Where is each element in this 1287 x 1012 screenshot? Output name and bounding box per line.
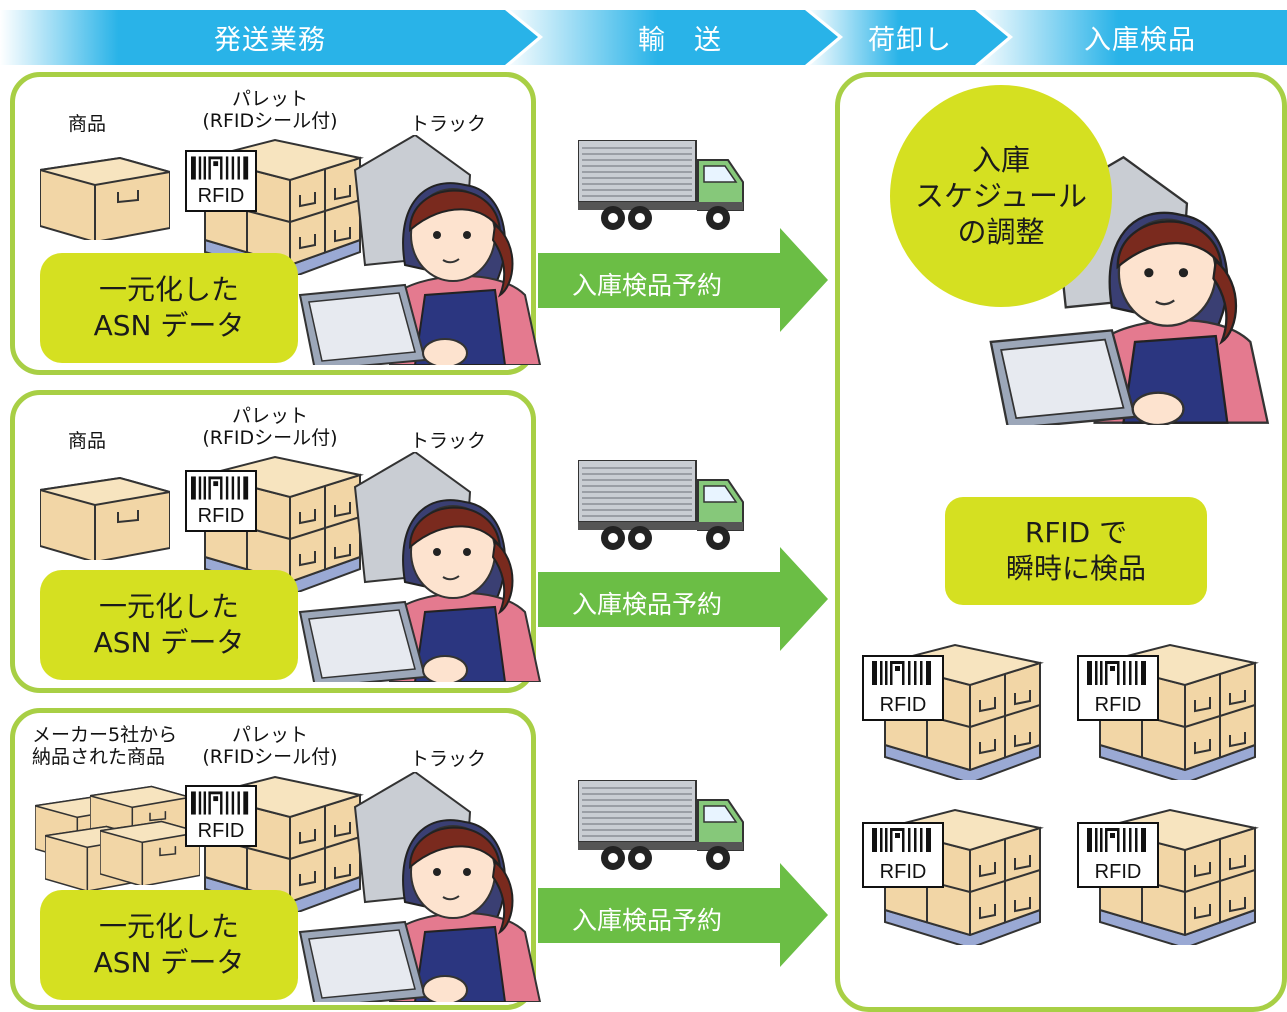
pallet-label-3: パレット(RFIDシール付)	[202, 724, 338, 768]
phase-inspection: 入庫検品	[1084, 25, 1196, 56]
reservation-arrow-2	[538, 547, 828, 651]
rfid-tag-icon: RFID	[185, 470, 257, 532]
rfid-tag-icon: RFID	[1077, 655, 1159, 721]
phase-shipping: 発送業務	[214, 25, 326, 56]
phase-transport: 輸 送	[638, 25, 722, 56]
worker-with-laptop-icon	[295, 772, 555, 1002]
truck-label-3: トラック	[410, 748, 487, 770]
instant-inspection-box: RFID で 瞬時に検品	[945, 497, 1207, 605]
product-label-2: 商品	[68, 430, 107, 452]
phase-arrow-unloading	[810, 10, 1008, 65]
rfid-tag-icon: RFID	[185, 150, 257, 212]
schedule-adjustment-circle: 入庫 スケジュール の調整	[890, 85, 1112, 307]
phase-arrow-inspection	[980, 10, 1287, 65]
rfid-tag-icon: RFID	[862, 822, 944, 888]
rfid-tag-icon: RFID	[1077, 822, 1159, 888]
product-label-1: 商品	[68, 113, 107, 135]
pallet-label-1: パレット(RFIDシール付)	[202, 88, 338, 132]
rfid-tag-icon: RFID	[185, 785, 257, 847]
reservation-arrow-3	[538, 863, 828, 967]
rfid-tag-icon: RFID	[862, 655, 944, 721]
product-box-icon	[40, 150, 170, 240]
reservation-arrow-1	[538, 228, 828, 332]
worker-with-laptop-icon	[295, 135, 555, 365]
arrow-label-3: 入庫検品予約	[572, 906, 723, 935]
phase-unloading: 荷卸し	[868, 25, 952, 56]
pallet-label-2: パレット(RFIDシール付)	[202, 405, 338, 449]
product-label-3: メーカー5社から納品された商品	[32, 724, 178, 768]
delivery-truck-icon	[578, 140, 748, 240]
phase-band	[0, 10, 1287, 65]
product-box-icon	[40, 470, 170, 560]
truck-label-2: トラック	[410, 430, 487, 452]
worker-with-laptop-icon	[295, 452, 555, 682]
phase-arrow-transport	[510, 10, 838, 65]
phase-arrow-shipping	[0, 10, 538, 65]
delivery-truck-icon	[578, 460, 748, 560]
arrow-label-2: 入庫検品予約	[572, 590, 723, 619]
truck-label-1: トラック	[410, 113, 487, 135]
arrow-label-1: 入庫検品予約	[572, 271, 723, 300]
